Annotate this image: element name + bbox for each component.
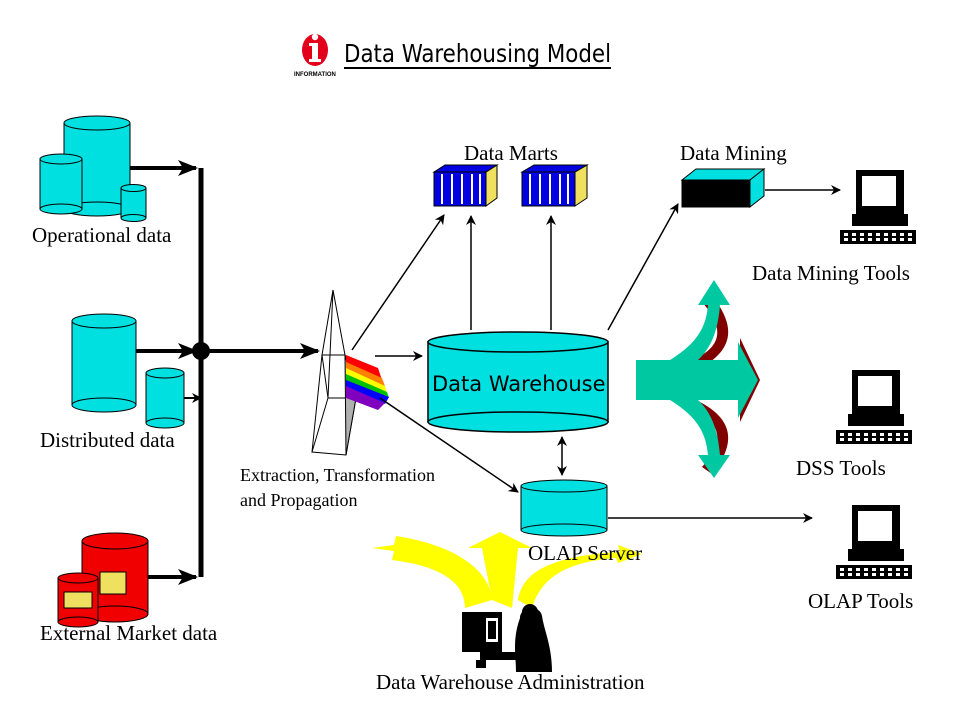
junction-node [192,342,210,360]
operational-data-cylinders [39,115,147,222]
prism-icon [311,289,389,456]
external-market-data-label: External Market data [40,621,218,645]
computer-terminal-icon [840,170,916,244]
data-marts-label: Data Marts [464,141,558,165]
data-mart-2 [520,164,589,207]
distributed-data-label: Distributed data [40,428,175,452]
analysis-fan-arrows [636,280,760,478]
admin-arrows [372,532,642,608]
external-market-data-cylinders [57,532,149,628]
source-connectors [130,160,320,585]
etl-label-line1: Extraction, Transformation [240,465,435,485]
computer-terminal-icon [836,505,912,579]
administration-label: Data Warehouse Administration [376,670,645,694]
information-logo-icon: INFORMATION [294,33,336,78]
warehouse-arrows [466,185,841,523]
dss-tools-label: DSS Tools [796,456,886,480]
data-warehouse-label: Data Warehouse [432,372,606,396]
olap-tools-label: OLAP Tools [808,589,913,613]
page-title: Data Warehousing Model [344,39,611,68]
administrator-at-desk-icon [462,604,552,672]
etl-label-line2: and Propagation [240,490,357,510]
distributed-data-cylinders [71,313,185,429]
logo-caption: INFORMATION [294,72,336,78]
data-mart-1 [432,164,499,207]
data-mining-label: Data Mining [680,141,787,165]
cylinder-icon [145,367,185,429]
data-warehouse-cylinder: Data Warehouse [427,331,609,433]
computer-terminal-icon [836,370,912,444]
data-mining-tools-label: Data Mining Tools [752,261,910,285]
olap-server-cylinder [520,479,608,537]
cylinder-icon [39,153,83,215]
olap-server-label: OLAP Server [528,541,642,565]
operational-data-label: Operational data [32,223,172,247]
etl-arrows [351,214,519,493]
cylinder-icon [57,572,99,628]
cylinder-icon [120,184,147,222]
cylinder-icon [71,313,137,413]
data-mining-server [680,167,766,209]
